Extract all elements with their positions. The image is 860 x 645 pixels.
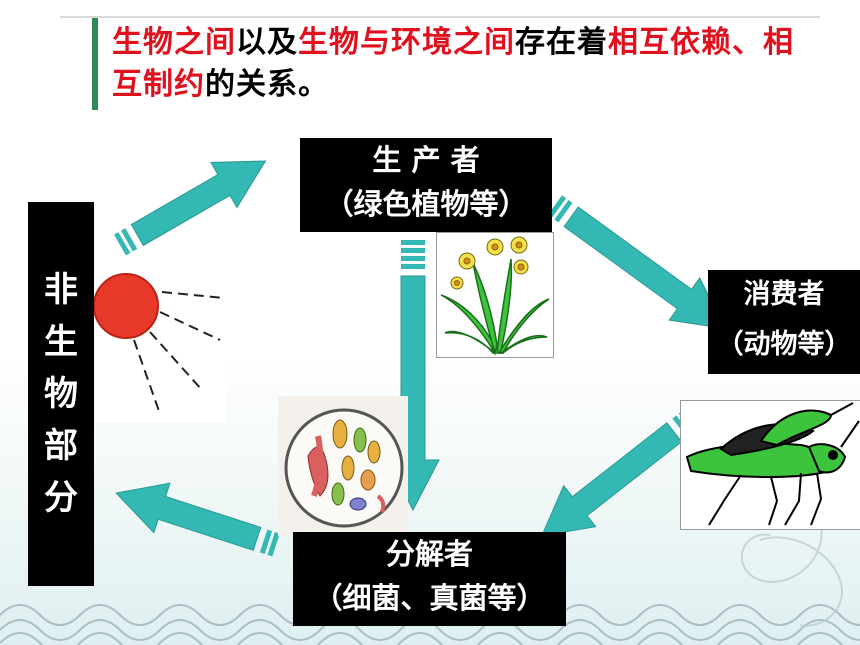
consumer-examples: （动物等） [716, 329, 852, 360]
decomposer-label: 分解者 [385, 537, 473, 571]
arrow-abiotic-to-producer [114, 160, 267, 256]
grasshopper-picture [680, 400, 860, 530]
bacteria-icon [284, 408, 404, 528]
title-highlight-1: 生物之间 [112, 25, 236, 60]
title-plain-2: 存在着 [515, 25, 608, 60]
title-text: 生物之间以及生物与环境之间存在着相互依赖、相互制约的关系。 [112, 22, 812, 106]
plant-icon [440, 236, 550, 356]
decomposer-examples: （细菌、真菌等） [313, 581, 546, 615]
sun-picture [90, 270, 226, 422]
abiotic-char: 生 [44, 322, 78, 362]
abiotic-char: 非 [44, 270, 78, 310]
top-rule [60, 16, 820, 18]
arrow-consumer-to-decomposer [541, 410, 698, 537]
plant-picture [436, 232, 554, 358]
title-plain-3: 的关系。 [205, 67, 329, 102]
abiotic-char: 部 [44, 426, 78, 466]
arrow-producer-to-consumer [547, 195, 726, 330]
consumer-box: 消费者 （动物等） [708, 270, 860, 374]
sun-icon [93, 273, 225, 415]
title-plain-1: 以及 [236, 25, 298, 60]
bacteria-picture [278, 396, 408, 536]
grasshopper-icon [685, 402, 860, 526]
consumer-label: 消费者 [743, 279, 825, 310]
abiotic-char: 分 [44, 478, 78, 518]
producer-label: 生 产 者 [372, 143, 480, 177]
abiotic-char: 物 [44, 374, 78, 414]
title-highlight-2: 生物与环境之间 [298, 25, 515, 60]
producer-examples: （绿色植物等） [324, 187, 528, 221]
title-highlight-3: 相互依赖、相互制约 [112, 25, 794, 102]
abiotic-box: 非 生 物 部 分 [28, 202, 94, 586]
arrow-decomposer-to-abiotic [115, 482, 280, 557]
decomposer-box: 分解者 （细菌、真菌等） [293, 532, 566, 626]
title-box: 生物之间以及生物与环境之间存在着相互依赖、相互制约的关系。 [92, 18, 822, 110]
producer-box: 生 产 者 （绿色植物等） [300, 138, 552, 232]
